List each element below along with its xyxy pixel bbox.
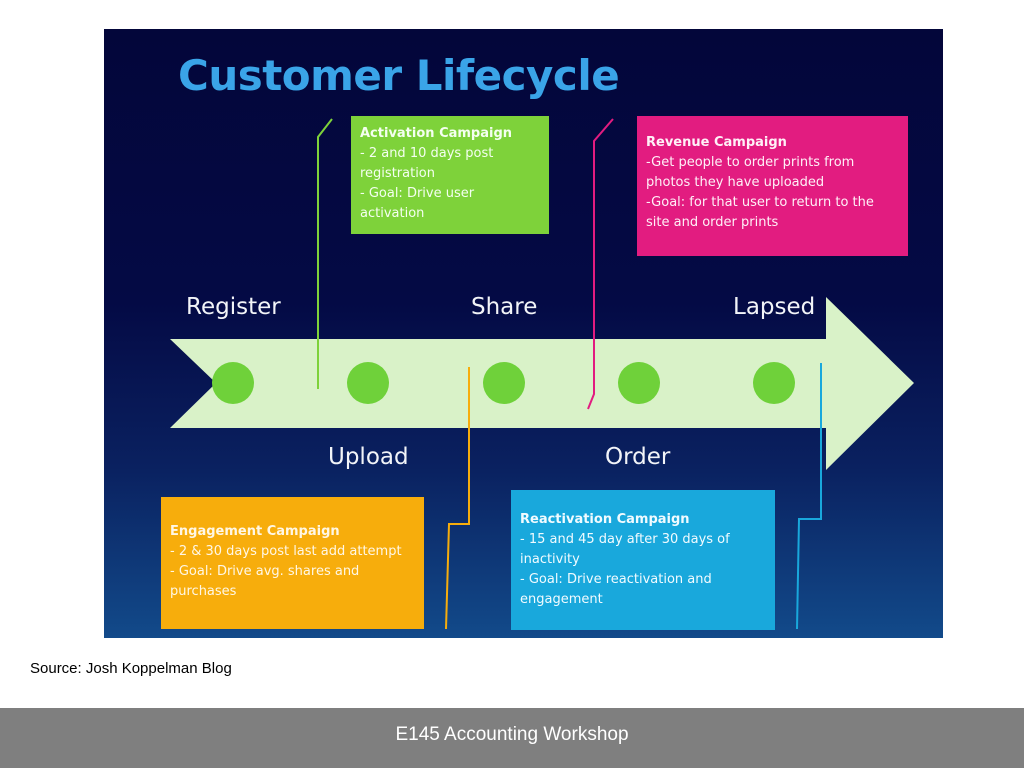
activation-campaign-title: Activation Campaign xyxy=(360,126,513,141)
revenue-connector xyxy=(587,118,614,410)
stage-dot-order xyxy=(618,362,660,404)
revenue-campaign-title: Revenue Campaign xyxy=(646,135,787,150)
footer-title: E145 Accounting Workshop xyxy=(395,724,629,745)
stage-dot-lapsed xyxy=(753,362,795,404)
lifecycle-arrow xyxy=(170,297,914,470)
stage-label-share: Share xyxy=(471,294,538,320)
reactivation-line: - Goal: Drive reactivation and xyxy=(520,572,712,587)
lifecycle-diagram-image: Customer Lifecycle Register Share Lapsed… xyxy=(104,29,943,638)
engagement-line: - 2 & 30 days post last add attempt xyxy=(170,544,402,559)
timeline-arrow xyxy=(170,297,914,470)
stage-dot-share xyxy=(483,362,525,404)
reactivation-connector xyxy=(796,363,822,630)
diagram-title: Customer Lifecycle xyxy=(178,51,620,100)
engagement-connector xyxy=(445,367,470,630)
stage-label-upload: Upload xyxy=(328,444,409,470)
revenue-line: -Goal: for that user to return to the xyxy=(646,195,874,210)
reactivation-line: inactivity xyxy=(520,552,580,567)
engagement-line: - Goal: Drive avg. shares and xyxy=(170,564,360,579)
activation-line: - Goal: Drive user xyxy=(360,186,475,201)
engagement-line: purchases xyxy=(170,584,237,599)
stage-label-lapsed: Lapsed xyxy=(733,294,816,320)
activation-line: registration xyxy=(360,166,436,181)
stage-dot-upload xyxy=(347,362,389,404)
stage-label-register: Register xyxy=(186,294,281,320)
revenue-line: photos they have uploaded xyxy=(646,175,825,190)
stage-dot-register xyxy=(212,362,254,404)
reactivation-line: - 15 and 45 day after 30 days of xyxy=(520,532,730,547)
footer-bar: E145 Accounting Workshop xyxy=(0,708,1024,768)
revenue-campaign-box: Revenue Campaign -Get people to order pr… xyxy=(637,116,908,256)
activation-connector xyxy=(317,118,333,389)
revenue-line: -Get people to order prints from xyxy=(646,155,855,170)
revenue-line: site and order prints xyxy=(646,215,779,230)
activation-line: - 2 and 10 days post xyxy=(360,146,494,161)
activation-line: activation xyxy=(360,206,425,221)
reactivation-campaign-title: Reactivation Campaign xyxy=(520,512,690,527)
reactivation-line: engagement xyxy=(520,592,603,607)
engagement-campaign-title: Engagement Campaign xyxy=(170,524,340,539)
reactivation-campaign-box: Reactivation Campaign - 15 and 45 day af… xyxy=(511,490,775,630)
engagement-campaign-box: Engagement Campaign - 2 & 30 days post l… xyxy=(161,497,424,629)
campaign-connectors xyxy=(317,118,822,630)
activation-campaign-box: Activation Campaign - 2 and 10 days post… xyxy=(351,116,549,234)
stage-label-order: Order xyxy=(605,444,671,470)
source-caption: Source: Josh Koppelman Blog xyxy=(30,660,232,677)
